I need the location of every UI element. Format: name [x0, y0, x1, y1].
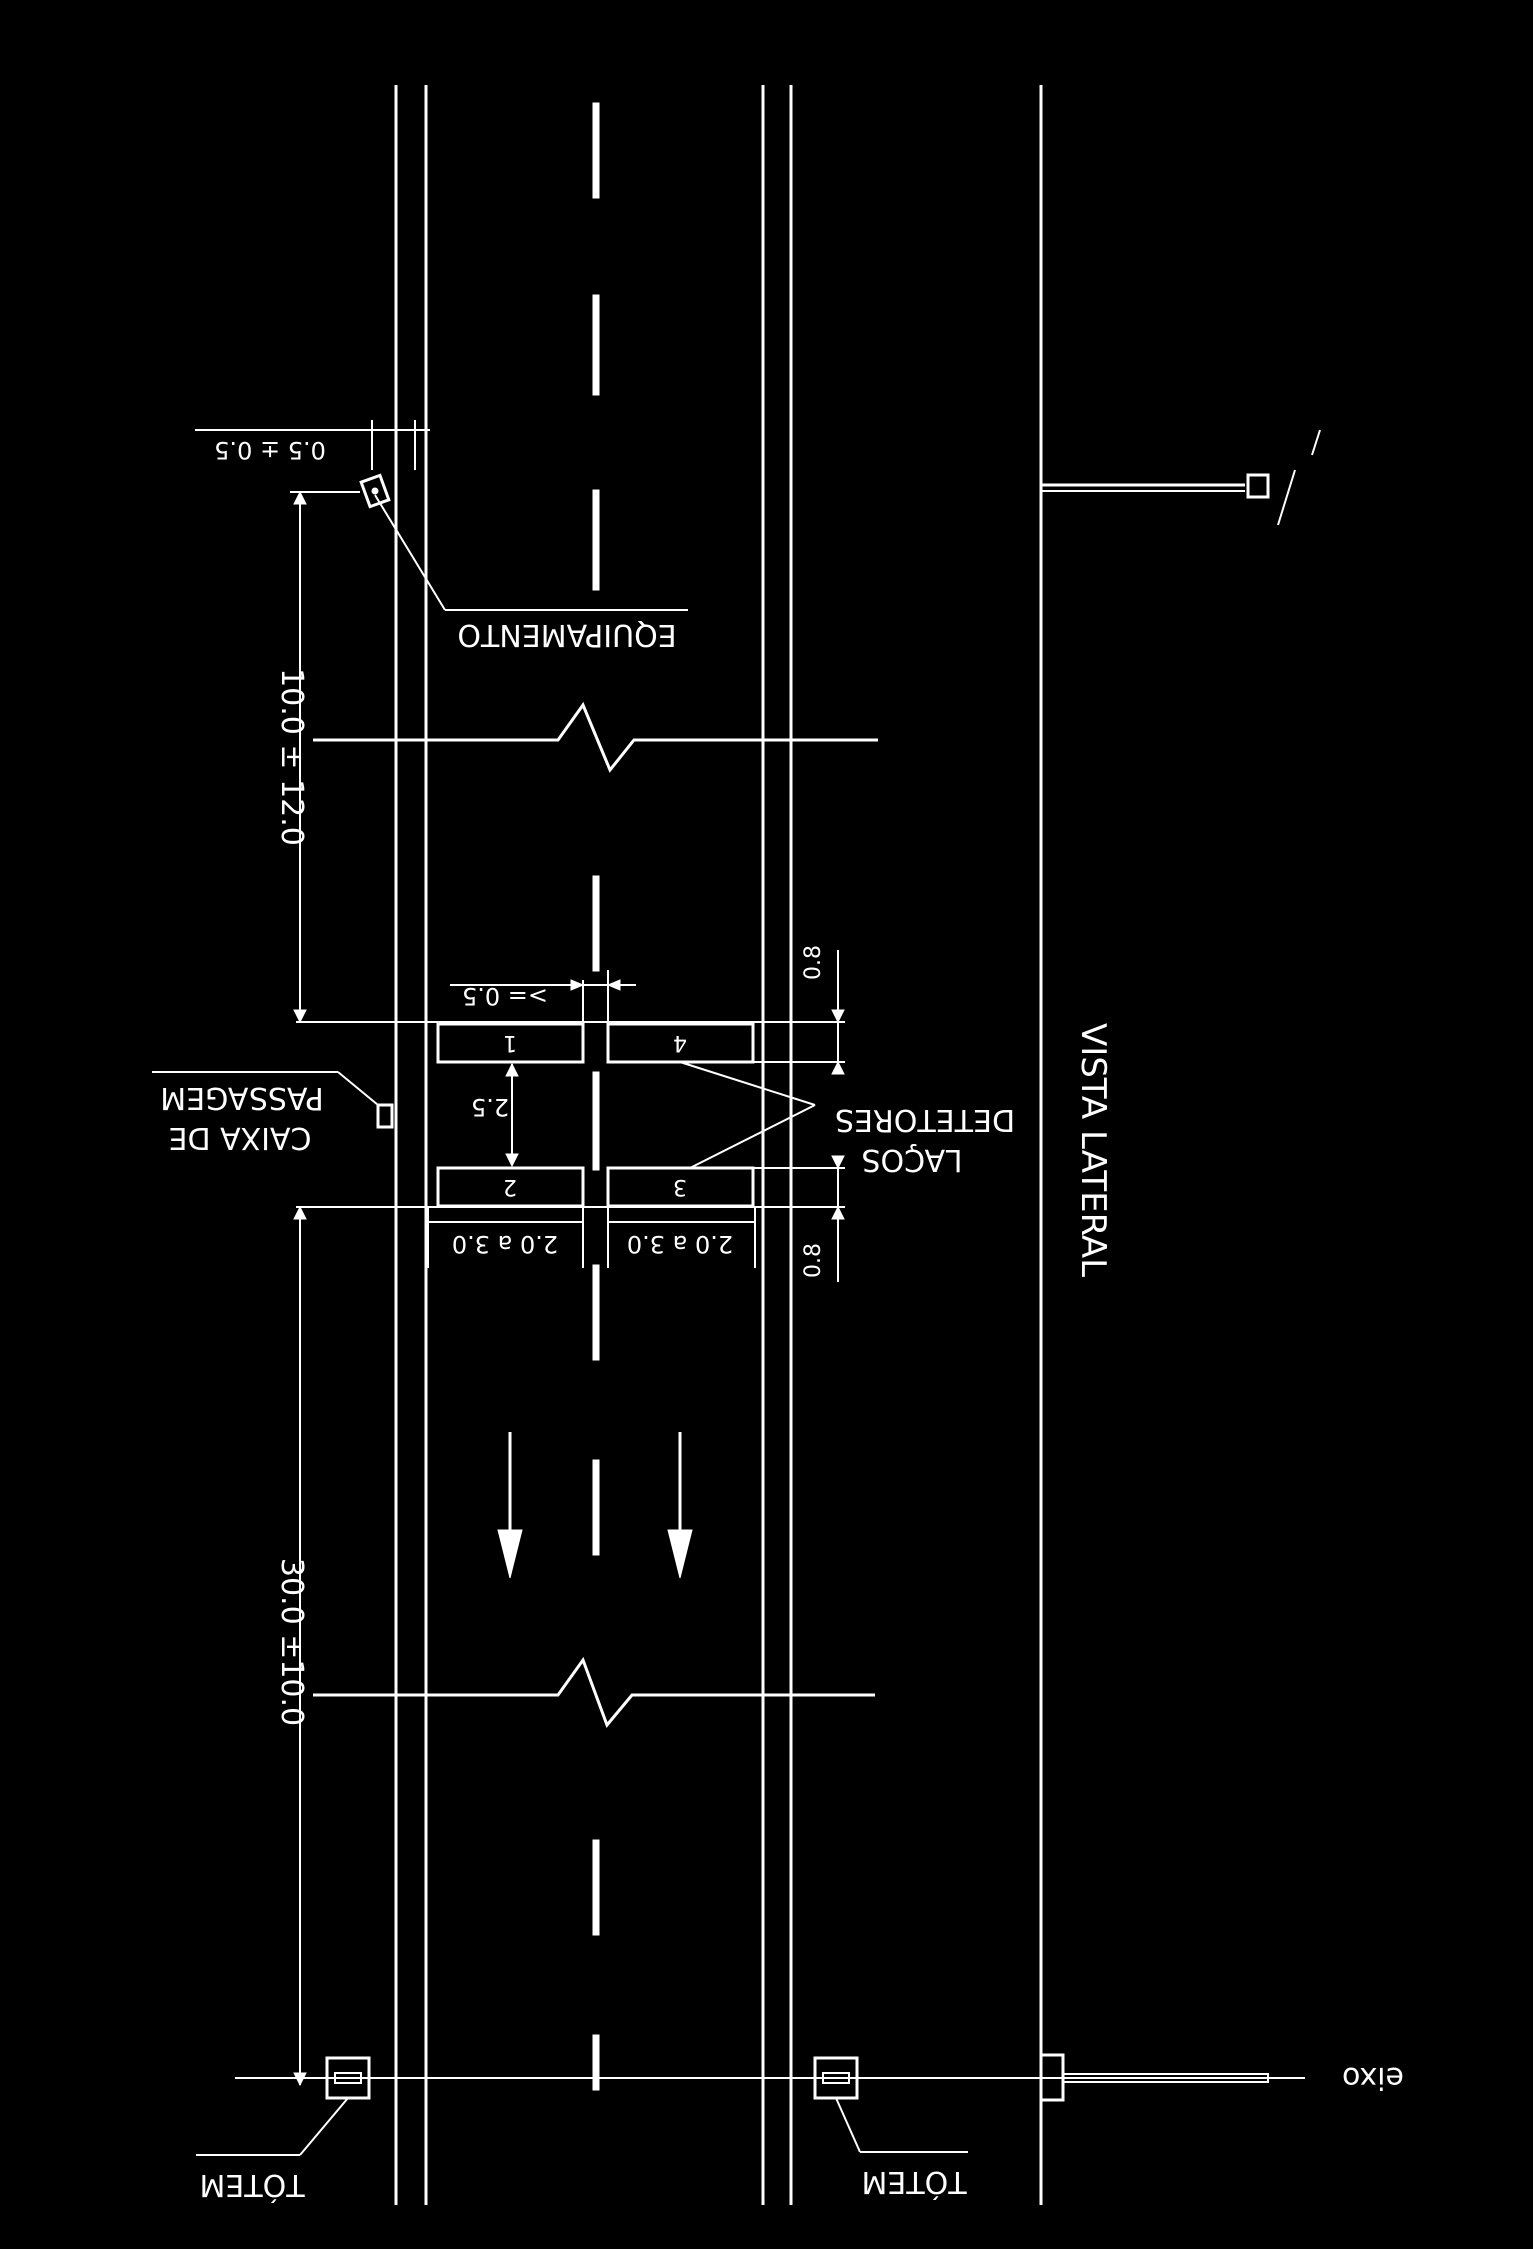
loop-spacing-text: 2.5 [471, 1093, 509, 1121]
totem-right-label: TÓTEM [861, 2164, 967, 2201]
dim-edge-top: 0.8 [801, 945, 845, 1075]
distance-upper-text: 10.0 ± 12.0 [274, 668, 309, 846]
lateral-post-lower [1039, 2053, 1269, 2102]
loop-label-4: 4 [673, 1030, 687, 1055]
dim-distance-upper: 10.0 ± 12.0 [274, 490, 360, 1024]
junction-box-label-line1: CAIXA DE [169, 1120, 312, 1155]
junction-box [152, 1071, 394, 1129]
dim-lane-gap: >= 0.5 [450, 970, 636, 1022]
view-title: VISTA LATERAL [1073, 1023, 1113, 1277]
road-left-edge [394, 85, 428, 2205]
offset-text: 0.5 ± 0.5 [214, 436, 326, 464]
loop-reference-lines [296, 1021, 845, 1208]
dim-loop-width-left: 2.0 a 3.0 [427, 1207, 584, 1268]
dim-offset: 0.5 ± 0.5 [195, 420, 430, 470]
dim-loop-width-right: 2.0 a 3.0 [607, 1207, 756, 1268]
loop-width-right-text: 2.0 a 3.0 [627, 1230, 733, 1258]
lateral-post-upper [1041, 429, 1321, 526]
loop-width-left-text: 2.0 a 3.0 [452, 1230, 558, 1258]
road-right-edge [761, 85, 793, 2205]
equipment-label: EQUIPAMENTO [457, 617, 676, 652]
loop-detector-1: 1 [436, 1022, 585, 1064]
direction-arrow-left [497, 1432, 523, 1579]
edge-top-text: 0.8 [801, 945, 826, 980]
loop-label-1: 1 [503, 1030, 517, 1055]
center-lane-dashes [592, 102, 600, 2091]
axis-label: eixo [1342, 2060, 1404, 2095]
dim-edge-bottom: 0.8 [801, 1155, 845, 1282]
loop-label-2: 2 [503, 1174, 517, 1199]
lane-gap-text: >= 0.5 [462, 982, 548, 1010]
totem-left [196, 2056, 371, 2156]
totem-right [813, 2056, 968, 2153]
totem-left-label: TÓTEM [199, 2167, 305, 2204]
junction-box-label-line2: PASSAGEM [160, 1080, 323, 1115]
equipment-marker [359, 473, 688, 611]
loops-label-line1: LAÇOS [861, 1142, 962, 1177]
dim-loop-spacing: 2.5 [471, 1062, 519, 1168]
break-line-lower [313, 1656, 875, 1728]
break-line-upper [313, 701, 878, 773]
distance-lower-text: 30.0 ±10.0 [274, 1558, 309, 1726]
edge-bottom-text: 0.8 [801, 1243, 826, 1278]
loops-leader [679, 1061, 816, 1169]
direction-arrow-right [667, 1432, 693, 1579]
loop-label-3: 3 [673, 1174, 687, 1199]
loops-label-line2: DETETORES [835, 1102, 1015, 1137]
